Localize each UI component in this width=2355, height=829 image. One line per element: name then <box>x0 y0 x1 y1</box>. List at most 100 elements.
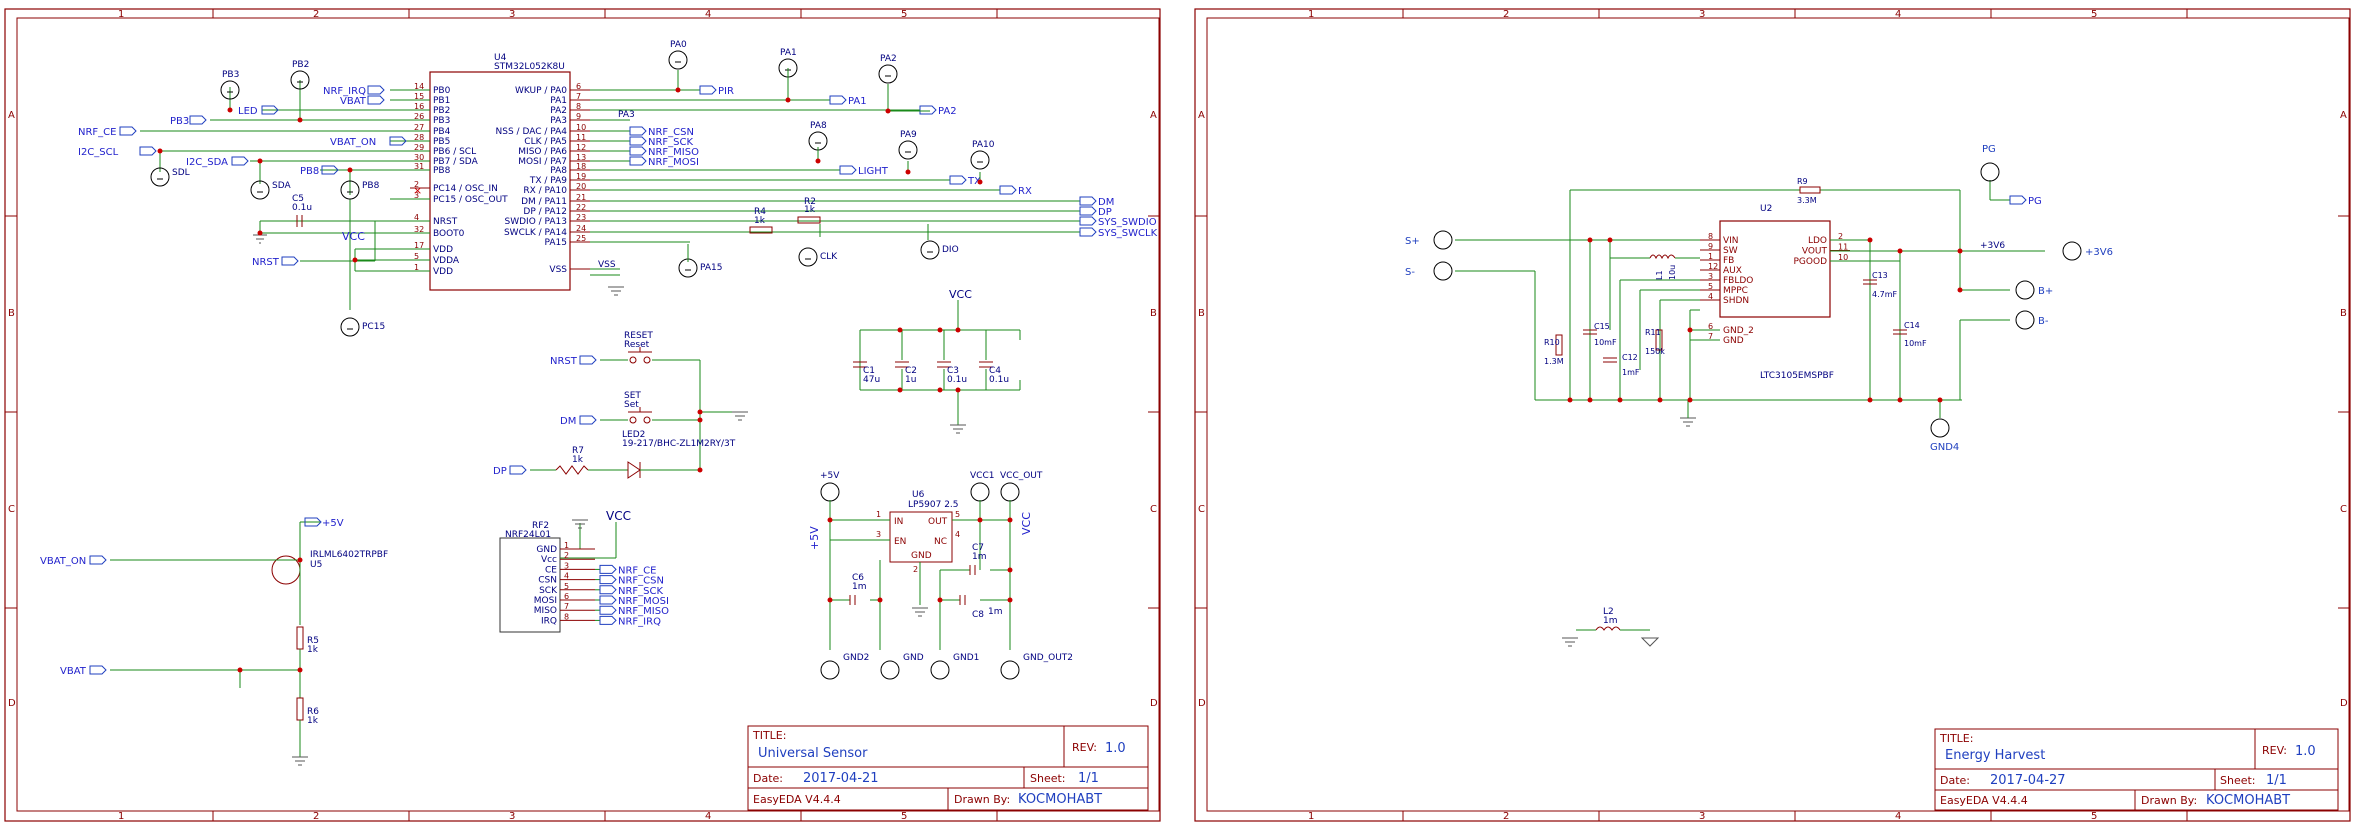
sheet2-wires <box>1455 180 2045 418</box>
test-point-label: PB8 <box>362 181 380 191</box>
mcu-pin-name: PB7 / SDA <box>433 157 479 167</box>
test-point-label: PG <box>1982 144 1996 155</box>
sheet1-col-2b: 2 <box>313 811 319 822</box>
junction-dot <box>897 327 903 333</box>
net-led: LED <box>238 106 258 117</box>
sheet2-sheet-label: Sheet: <box>2220 774 2256 787</box>
test-point: PB3 <box>220 70 240 100</box>
net-label: PA1 <box>848 96 867 107</box>
junction-dot <box>697 417 703 423</box>
sheet2-col-5: 5 <box>2091 9 2097 20</box>
test-point: GND <box>880 653 924 680</box>
mcu-pin-name: PB4 <box>433 127 451 137</box>
u2-pin-num: 3 <box>1708 272 1713 281</box>
sheet1-frame: 1 2 3 4 5 1 2 3 4 5 A B C D A B C D <box>4 8 1161 822</box>
rf-part: NRF24L01 <box>505 530 551 540</box>
mcu-pin-num: 14 <box>414 82 424 91</box>
junction-dot <box>977 179 983 185</box>
u2-part: LTC3105EMSPBF <box>1760 371 1834 381</box>
test-point-label: GND_OUT2 <box>1023 653 1073 663</box>
c7-ref: C7 <box>972 543 984 553</box>
test-point: SDL <box>150 167 190 187</box>
sheet1-rev-label: REV: <box>1072 741 1097 754</box>
test-point-label: GND1 <box>953 653 979 663</box>
c12-val: 1mF <box>1622 368 1640 377</box>
junction-dot <box>1687 397 1693 403</box>
u2-pin-name: VOUT <box>1802 247 1828 257</box>
test-point-label: SDA <box>272 181 291 191</box>
u2-pin-name: VIN <box>1723 236 1739 246</box>
sheet1-col-4b: 4 <box>705 811 711 822</box>
junction-dot <box>1867 397 1873 403</box>
test-point-label: PA10 <box>972 140 995 150</box>
test-point-label: GND2 <box>843 653 869 663</box>
junction-dot <box>237 667 243 673</box>
rf-pin-name: GND <box>536 545 557 555</box>
sheet1-col-3b: 3 <box>509 811 515 822</box>
r7-ref: R7 <box>572 446 584 456</box>
mosfet-u5: VBAT_ON IRLML6402TRPBF U5 +5V R5 1k VBAT… <box>40 517 388 766</box>
l1-val: 10u <box>1668 265 1677 280</box>
c14-val: 10mF <box>1904 339 1927 348</box>
sheet1-col-3: 3 <box>509 9 515 20</box>
test-point: CLK <box>798 247 838 267</box>
test-point-label: PA9 <box>900 130 917 140</box>
sheet1-right-wires <box>590 68 981 276</box>
test-point: PA9 <box>898 130 918 160</box>
rf-net: NRF_MISO <box>618 606 669 617</box>
junction-dot <box>885 108 891 114</box>
u2-pin-num: 12 <box>1708 262 1718 271</box>
mcu-pin-name: PB2 <box>433 106 450 116</box>
swd-resistors: R4 1k R2 1k <box>608 197 821 296</box>
mcu-pin-name: PC15 / OSC_OUT <box>433 195 508 205</box>
sheet2-title: Energy Harvest <box>1945 748 2045 763</box>
sheet2-drawn-label: Drawn By: <box>2141 794 2197 807</box>
mcu-pin-name: DM / PA11 <box>521 197 567 207</box>
ldo-pin-num: 4 <box>955 530 960 539</box>
ldo-ref: U6 <box>912 490 925 500</box>
rf-pin-name: CE <box>545 565 557 575</box>
rf-net: NRF_IRQ <box>618 616 661 627</box>
r7-val: 1k <box>572 455 584 465</box>
sheet2-row-d: D <box>1198 698 1206 709</box>
test-point: +5V <box>820 471 840 502</box>
junction-dot <box>697 467 703 473</box>
mcu-pin-name: PA8 <box>550 166 567 176</box>
l2-ref: L2 <box>1603 607 1614 617</box>
led-ref: LED2 <box>622 430 645 440</box>
test-point-label: DIO <box>942 245 959 255</box>
l2-val: 1m <box>1603 616 1618 626</box>
ldo-pin-num: 1 <box>876 510 881 519</box>
junction-dot <box>697 409 703 415</box>
cap-ref: C4 <box>989 366 1001 376</box>
test-point: GND1 <box>930 653 979 680</box>
mcu-pin-num: 11 <box>576 133 586 142</box>
mosfet-part: IRLML6402TRPBF <box>310 550 388 560</box>
sheet1-col-1: 1 <box>118 9 124 20</box>
mcu-pin-name: RX / PA10 <box>523 186 567 196</box>
left-net-labels: NRF_IRQ VBAT LED PB3 NRF_CE I2C_SCL VBAT… <box>78 85 407 268</box>
r10-ref: R10 <box>1544 338 1560 347</box>
cap-bank-vcc: VCC <box>949 288 972 301</box>
test-point-label: S+ <box>1405 236 1420 247</box>
mcu-pin-num: 15 <box>414 92 424 101</box>
net-i2c-sda: I2C_SDA <box>186 157 228 168</box>
mcu-pin-num: 23 <box>576 213 586 222</box>
junction-dot <box>877 597 883 603</box>
net-vbat-on: VBAT_ON <box>330 137 376 148</box>
u2-pin-name: SHDN <box>1723 296 1749 306</box>
set-net: DM <box>560 416 576 427</box>
sheet2-parts: R9 3.3M L1 10u R10 1.3M C15 10mF C12 1mF… <box>1544 177 2042 647</box>
test-point: GND2 <box>820 653 869 680</box>
test-point: S+ <box>1405 230 1453 250</box>
u2-pin-name: FB <box>1723 256 1734 266</box>
net-nrf-irq: NRF_IRQ <box>323 86 366 97</box>
junction-dot <box>905 169 911 175</box>
set-ref: SET <box>624 391 641 401</box>
test-point-label: CLK <box>820 252 838 262</box>
r2-ref: R2 <box>804 197 816 207</box>
c14-ref: C14 <box>1904 321 1920 330</box>
mcu-pin-num: 18 <box>576 162 586 171</box>
